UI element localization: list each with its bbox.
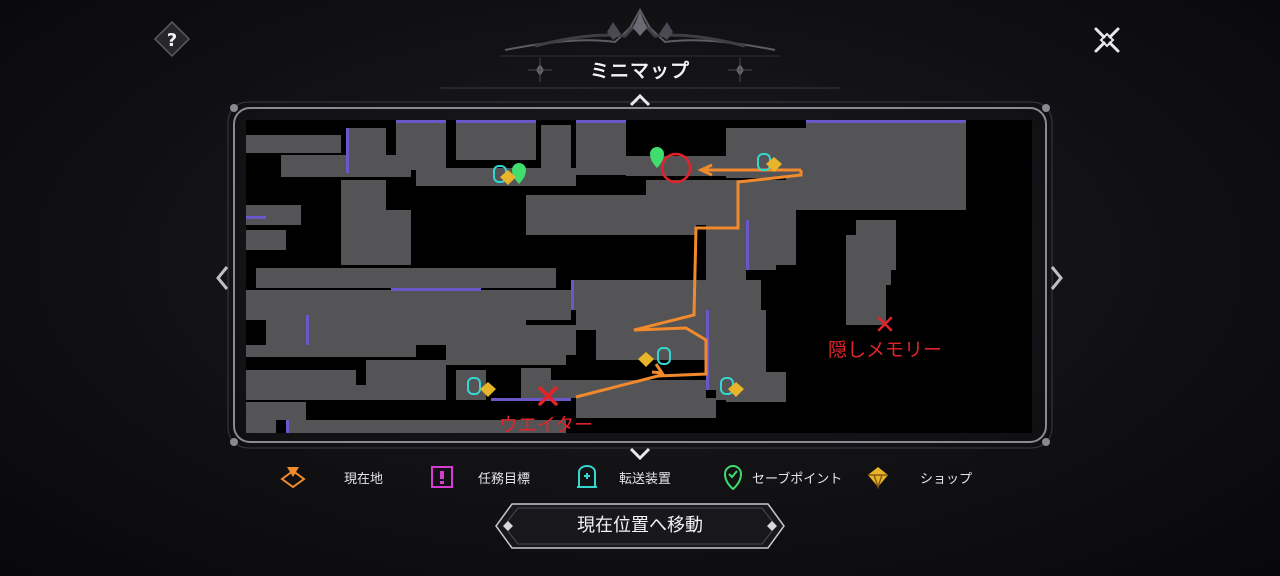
- close-button[interactable]: [1087, 20, 1127, 60]
- save-point-pin: [650, 147, 664, 168]
- legend-item-shop: ショップ: [866, 462, 972, 492]
- legend-item-current-location: 現在地: [280, 462, 383, 492]
- teleporter-icon: [577, 465, 597, 488]
- minimap-rooms: [246, 120, 966, 433]
- scroll-up-button[interactable]: [628, 92, 652, 108]
- chevron-down-icon: [629, 447, 651, 461]
- header-crest-ornament: [504, 7, 776, 51]
- go-to-current-location-button[interactable]: 現在位置へ移動: [494, 502, 786, 550]
- svg-text:?: ?: [167, 30, 177, 51]
- chevron-right-icon: [1050, 266, 1063, 290]
- scroll-down-button[interactable]: [628, 446, 652, 462]
- close-icon: [1094, 27, 1120, 53]
- scroll-right-button[interactable]: [1047, 264, 1065, 297]
- current-location-icon: [280, 467, 306, 489]
- save-point-icon: [723, 465, 743, 490]
- target-circle: [660, 152, 692, 184]
- button-frame: [495, 503, 785, 549]
- legend-item-teleporter: 転送装置: [575, 462, 671, 492]
- legend-item-save-point: セーブポイント: [722, 462, 842, 492]
- page-title: ミニマップ: [589, 60, 690, 82]
- scroll-left-button[interactable]: [214, 264, 232, 297]
- hidden-memory-annotation: 隠しメモリー: [828, 339, 943, 361]
- chevron-up-icon: [629, 93, 651, 107]
- chevron-left-icon: [216, 266, 229, 290]
- title-ornament: [440, 55, 840, 89]
- map-legend: 現在地 任務目標 転送装置 セーブポイント ショップ: [270, 462, 1010, 492]
- legend-item-mission-target: 任務目標: [430, 462, 530, 492]
- waiter-annotation: ウエイター: [499, 414, 594, 436]
- help-button[interactable]: ?: [153, 20, 191, 58]
- help-icon: ?: [153, 20, 191, 58]
- shop-icon: [868, 467, 888, 489]
- minimap-canvas[interactable]: [246, 120, 1032, 433]
- mission-target-icon: [431, 466, 453, 488]
- map-frame: [227, 101, 1053, 449]
